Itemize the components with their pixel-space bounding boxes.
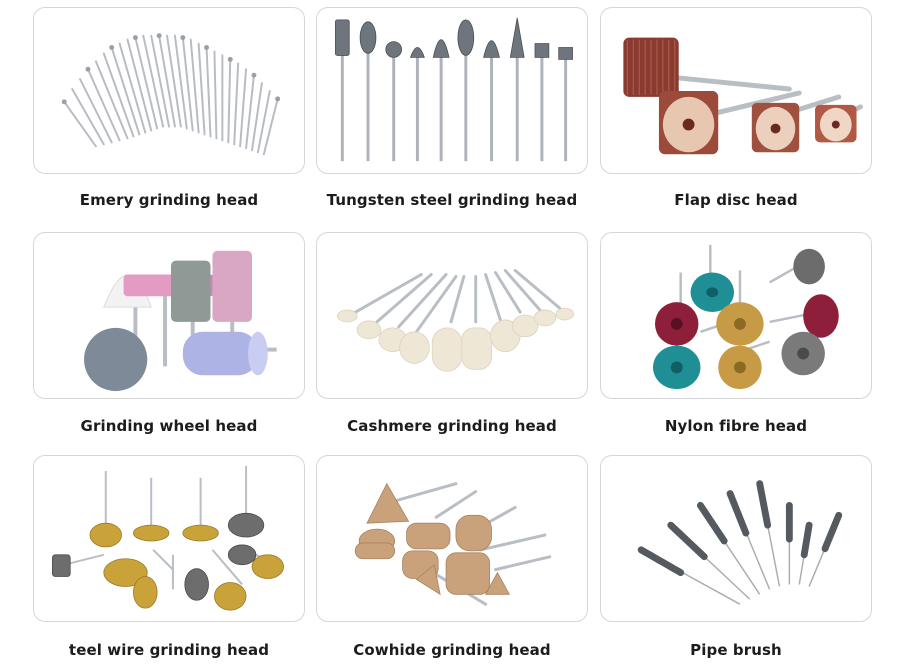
flap-disc-head-icon xyxy=(623,37,863,155)
product-label: Pipe brush xyxy=(690,641,782,659)
product-card-grinding-wheel[interactable] xyxy=(33,232,305,399)
product-label: Cashmere grinding head xyxy=(347,417,557,435)
grinding-wheel-head-icon xyxy=(84,250,277,392)
product-label: Tungsten steel grinding head xyxy=(326,191,578,209)
product-label: teel wire grinding head xyxy=(68,641,270,659)
steel-wire-grinding-head-icon xyxy=(52,465,285,611)
cashmere-grinding-head-icon xyxy=(336,269,574,372)
product-label: Flap disc head xyxy=(674,191,798,209)
product-card-steel-wire[interactable] xyxy=(33,455,305,622)
product-card-cowhide[interactable] xyxy=(316,455,588,622)
product-card-pipe-brush[interactable] xyxy=(600,455,872,622)
product-label: Grinding wheel head xyxy=(80,417,258,435)
pipe-brush-icon xyxy=(637,480,843,605)
product-label: Cowhide grinding head xyxy=(353,641,551,659)
product-label: Nylon fibre head xyxy=(664,417,808,435)
cowhide-grinding-head-icon xyxy=(354,482,552,606)
product-card-cashmere[interactable] xyxy=(316,232,588,399)
tungsten-steel-grinding-head-icon xyxy=(335,17,573,162)
product-card-tungsten[interactable] xyxy=(316,7,588,174)
nylon-fibre-head-icon xyxy=(653,244,839,390)
emery-grinding-head-icon xyxy=(61,33,281,156)
product-card-nylon-fibre[interactable] xyxy=(600,232,872,399)
product-label: Emery grinding head xyxy=(79,191,259,209)
product-card-emery[interactable] xyxy=(33,7,305,174)
product-card-flap-disc[interactable] xyxy=(600,7,872,174)
